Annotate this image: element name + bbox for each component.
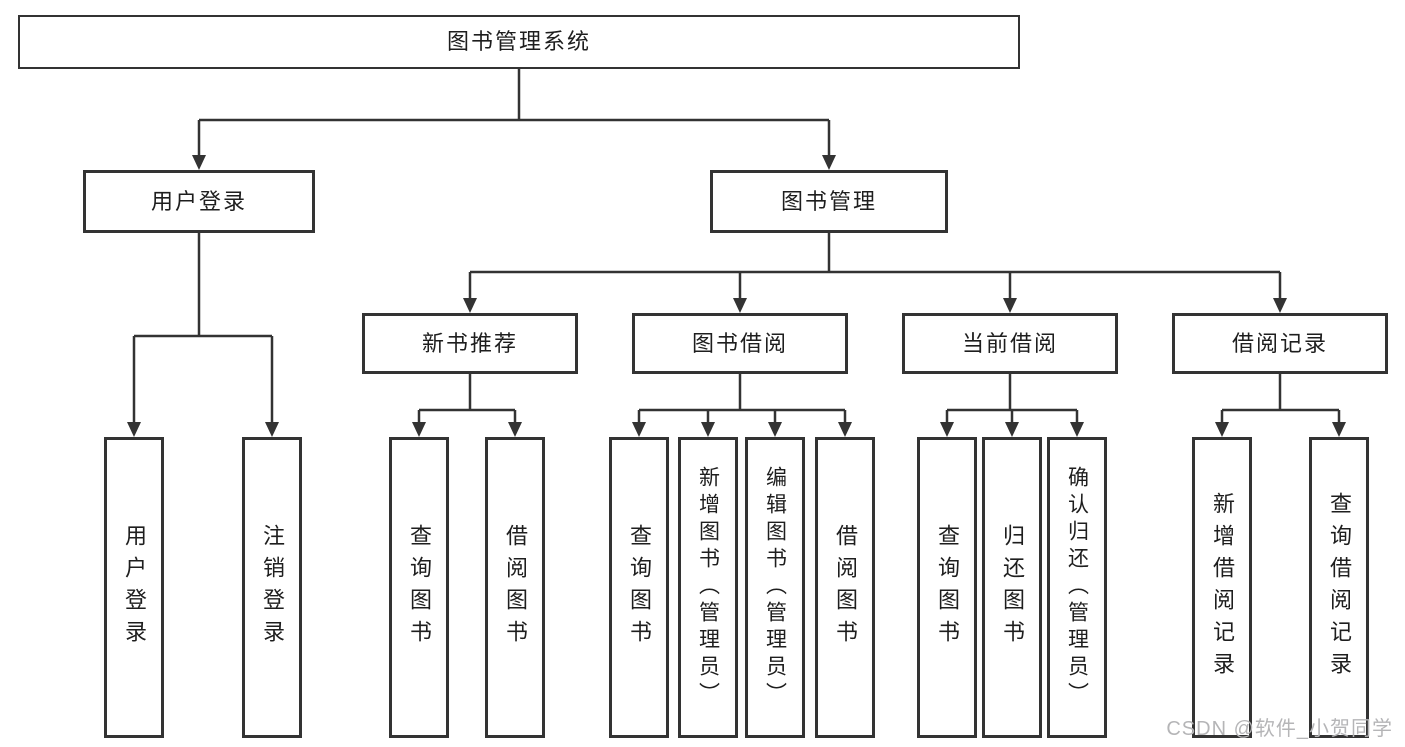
- node-leaf-query-books-current: 查询图书: [917, 437, 977, 738]
- node-label: 编辑图书（管理员）: [763, 466, 787, 709]
- node-label: 借阅图书: [833, 523, 858, 652]
- node-label: 用户登录: [122, 523, 147, 652]
- node-label: 图书管理: [780, 188, 877, 214]
- node-label: 借阅图书: [503, 523, 528, 652]
- node-leaf-borrow-books-recommend: 借阅图书: [485, 437, 545, 738]
- node-book-management: 图书管理: [710, 170, 948, 233]
- node-label: 图书管理系统: [446, 29, 591, 54]
- node-user-login: 用户登录: [83, 170, 315, 233]
- csdn-watermark: CSDN @软件_小贺同学: [1166, 718, 1393, 740]
- node-label: 用户登录: [150, 188, 247, 214]
- node-leaf-logout: 注销登录: [242, 437, 302, 738]
- node-label: 查询图书: [627, 523, 652, 652]
- node-label: 查询借阅记录: [1327, 491, 1352, 684]
- node-leaf-user-login: 用户登录: [104, 437, 164, 738]
- node-label: 新增借阅记录: [1210, 491, 1235, 684]
- node-leaf-add-borrow-record: 新增借阅记录: [1192, 437, 1252, 738]
- node-label: 注销登录: [260, 523, 285, 652]
- node-label: 查询图书: [407, 523, 432, 652]
- node-leaf-query-borrow-record: 查询借阅记录: [1309, 437, 1369, 738]
- node-leaf-edit-books-admin: 编辑图书（管理员）: [745, 437, 805, 738]
- node-label: 新书推荐: [421, 330, 518, 356]
- node-label: 新增图书（管理员）: [696, 466, 720, 709]
- node-label: 归还图书: [1000, 523, 1025, 652]
- node-new-book-recommend: 新书推荐: [362, 313, 578, 374]
- node-borrowing-records: 借阅记录: [1172, 313, 1388, 374]
- node-label: 图书借阅: [691, 330, 788, 356]
- node-current-borrowing: 当前借阅: [902, 313, 1118, 374]
- node-book-management-system: 图书管理系统: [18, 15, 1020, 69]
- node-leaf-confirm-return-admin: 确认归还（管理员）: [1047, 437, 1107, 738]
- node-book-borrowing: 图书借阅: [632, 313, 848, 374]
- node-label: 借阅记录: [1231, 330, 1328, 356]
- node-label: 确认归还（管理员）: [1065, 466, 1089, 709]
- node-label: 查询图书: [935, 523, 960, 652]
- node-label: 当前借阅: [961, 330, 1058, 356]
- node-leaf-query-books-borrow: 查询图书: [609, 437, 669, 738]
- node-leaf-query-books-recommend: 查询图书: [389, 437, 449, 738]
- node-leaf-add-books-admin: 新增图书（管理员）: [678, 437, 738, 738]
- node-leaf-return-books: 归还图书: [982, 437, 1042, 738]
- node-leaf-borrow-books: 借阅图书: [815, 437, 875, 738]
